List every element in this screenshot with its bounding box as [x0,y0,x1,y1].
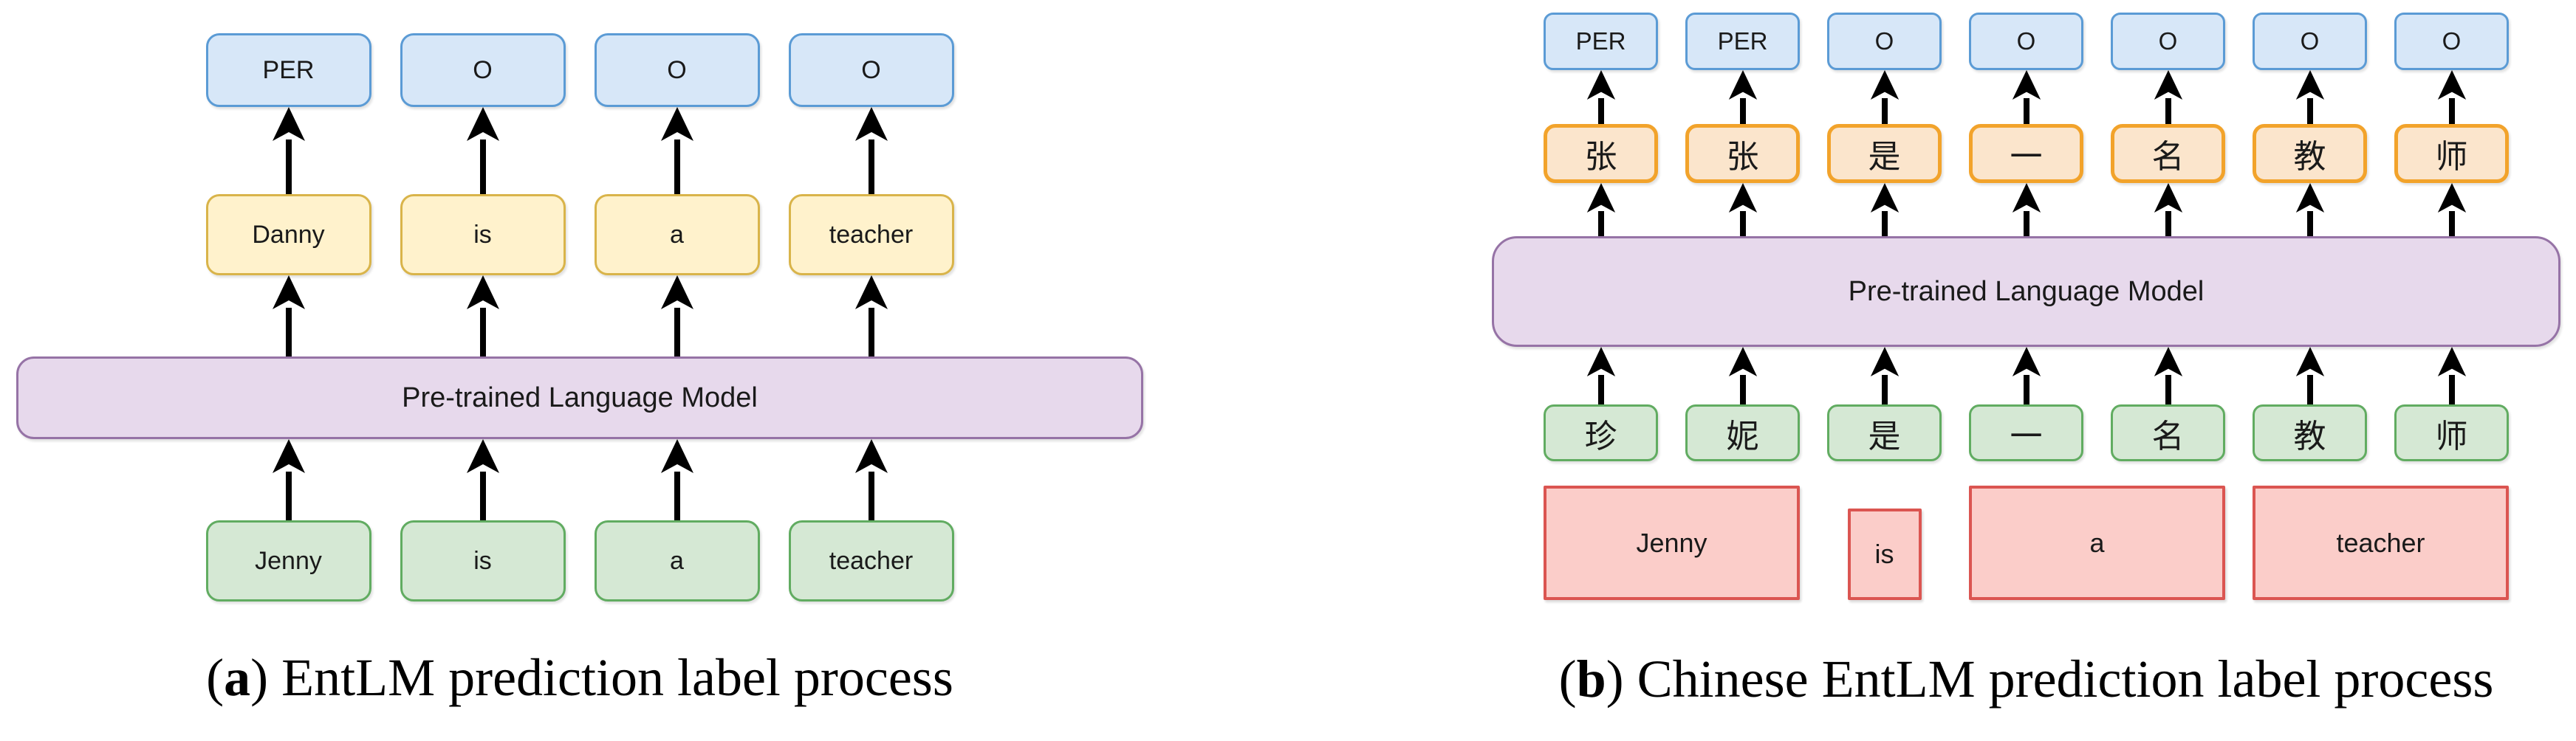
label-box: O [594,33,760,107]
up-arrow-icon [1726,70,1760,124]
up-arrow-icon [1868,183,1902,236]
label-box: O [2394,13,2509,70]
arrow-row [1492,183,2560,236]
up-arrow-icon [2010,70,2044,124]
up-arrow-icon [854,275,888,356]
up-arrow-icon [2435,347,2469,404]
input-box: 一 [1969,404,2083,461]
up-arrow-icon [2151,70,2185,124]
up-arrow-icon [1584,347,1618,404]
up-arrow-icon [2010,347,2044,404]
up-arrow-icon [1868,347,1902,404]
caption-paren: ( [1558,649,1577,709]
label-box: O [788,33,954,107]
up-arrow-icon [854,107,888,194]
caption-b: (b) Chinese EntLM prediction label proce… [1492,649,2560,709]
caption-paren: ) [250,648,282,707]
token-box: is [400,194,566,275]
source-box: teacher [2253,486,2509,600]
up-arrow-icon [2151,183,2185,236]
arrow-row [16,107,1143,194]
up-arrow-icon [2435,183,2469,236]
arrow-row [1492,347,2560,404]
token-row-a: Danny is a teacher [16,194,1143,275]
token-box: 师 [2394,124,2509,183]
caption-paren: ( [206,648,225,707]
label-box: PER [1544,13,1658,70]
input-box: 珍 [1544,404,1658,461]
source-row-b: Jenny is a teacher [1492,486,2560,600]
up-arrow-icon [272,439,306,520]
up-arrow-icon [2293,347,2327,404]
label-box: O [2111,13,2225,70]
source-box: a [1969,486,2225,600]
label-box: O [1969,13,2083,70]
input-box: 教 [2253,404,2367,461]
input-row-a: Jenny is a teacher [16,520,1143,602]
arrow-row [1492,70,2560,124]
up-arrow-icon [660,275,694,356]
pretrained-model-box-b: Pre-trained Language Model [1492,236,2560,347]
label-box: O [400,33,566,107]
input-box: 是 [1827,404,1942,461]
caption-paren: ) [1606,649,1637,709]
figure-b: PER PER O O O O O 张 张 是 一 名 教 师 [1492,0,2560,708]
up-arrow-icon [2293,70,2327,124]
token-row-b: 张 张 是 一 名 教 师 [1492,124,2560,183]
input-box: a [594,520,760,602]
input-box: 名 [2111,404,2225,461]
input-row-b: 珍 妮 是 一 名 教 师 [1492,404,2560,461]
up-arrow-icon [1868,70,1902,124]
caption-letter: b [1576,649,1606,709]
token-box: Danny [205,194,371,275]
up-arrow-icon [1584,70,1618,124]
up-arrow-icon [1584,183,1618,236]
pretrained-model-box-a: Pre-trained Language Model [16,356,1143,439]
label-row-b: PER PER O O O O O [1492,13,2560,70]
input-box: 妮 [1685,404,1800,461]
arrow-row [16,275,1143,356]
caption-text: EntLM prediction label process [281,648,953,707]
token-box: 张 [1544,124,1658,183]
up-arrow-icon [466,439,500,520]
token-box: 一 [1969,124,2083,183]
figure-a: PER O O O Danny is a teacher Pre-trained… [16,0,1143,706]
input-box: is [400,520,566,602]
token-box: 教 [2253,124,2367,183]
label-box: O [1827,13,1942,70]
up-arrow-icon [2010,183,2044,236]
source-box: is [1847,509,1922,600]
input-box: teacher [788,520,954,602]
label-row-a: PER O O O [16,33,1143,107]
label-box: O [2253,13,2367,70]
caption-a: (a) EntLM prediction label process [16,648,1143,707]
label-box: PER [205,33,371,107]
input-box: 师 [2394,404,2509,461]
up-arrow-icon [466,107,500,194]
arrow-row [16,439,1143,520]
token-box: 是 [1827,124,1942,183]
up-arrow-icon [2435,70,2469,124]
token-box: a [594,194,760,275]
up-arrow-icon [466,275,500,356]
up-arrow-icon [854,439,888,520]
up-arrow-icon [1726,347,1760,404]
label-box: PER [1685,13,1800,70]
token-box: 张 [1685,124,1800,183]
row-spacer [1492,461,2560,486]
up-arrow-icon [660,439,694,520]
token-box: teacher [788,194,954,275]
up-arrow-icon [272,107,306,194]
caption-letter: a [224,648,251,707]
token-box: 名 [2111,124,2225,183]
caption-text: Chinese EntLM prediction label process [1637,649,2494,709]
up-arrow-icon [1726,183,1760,236]
up-arrow-icon [660,107,694,194]
up-arrow-icon [2293,183,2327,236]
source-box: Jenny [1544,486,1800,600]
up-arrow-icon [272,275,306,356]
input-box: Jenny [205,520,371,602]
up-arrow-icon [2151,347,2185,404]
